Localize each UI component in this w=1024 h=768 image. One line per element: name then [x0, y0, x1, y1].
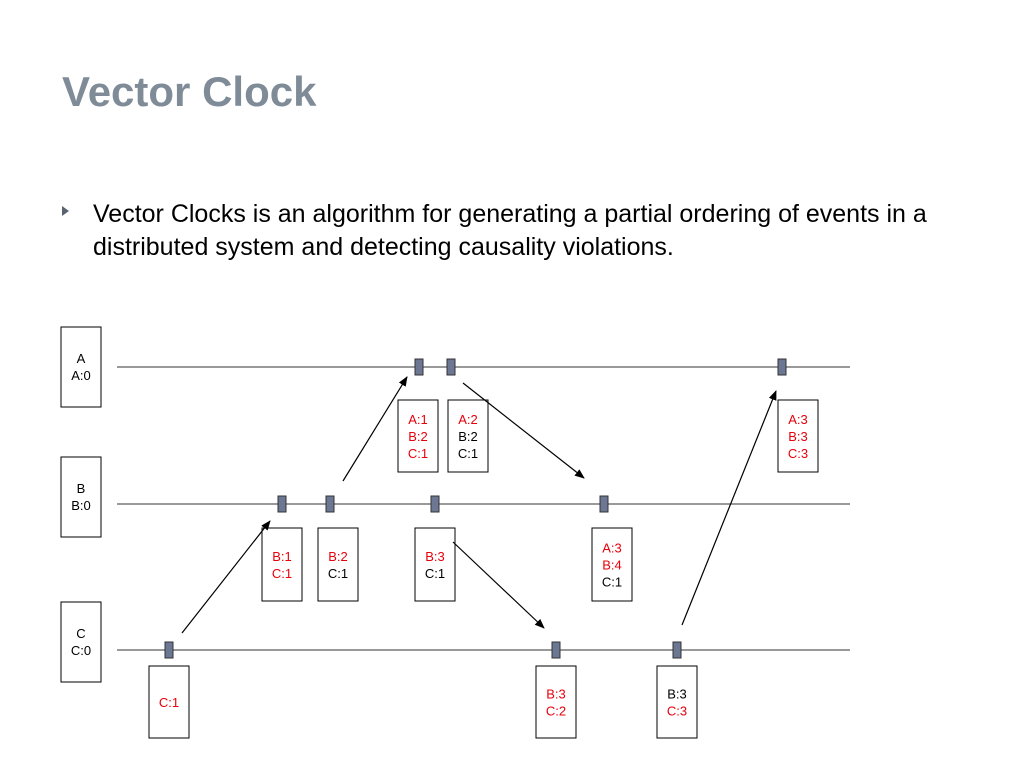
clock-entry: C:2 — [546, 704, 566, 719]
event-marker — [414, 358, 424, 376]
clock-entry: B:3 — [788, 429, 808, 444]
clock-entry: B:3 — [425, 549, 445, 564]
triangle-bullet-icon — [62, 206, 69, 216]
event-marker — [430, 495, 440, 513]
clock-box-c2 — [535, 665, 577, 739]
process-name-a: A — [77, 351, 86, 366]
clock-box-b2 — [317, 527, 359, 602]
clock-entry: B:1 — [272, 549, 292, 564]
clock-entry: C:1 — [328, 566, 348, 581]
clock-box-a3 — [777, 399, 819, 473]
clock-entry: C:1 — [159, 695, 179, 710]
clock-entry: A:3 — [602, 541, 622, 556]
bullet-text: Vector Clocks is an algorithm for genera… — [93, 200, 927, 261]
clock-box-b1 — [261, 527, 303, 602]
message-arrow — [681, 390, 777, 626]
clock-box-c3 — [656, 665, 698, 739]
clock-entry: C:1 — [408, 446, 428, 461]
message-arrow — [462, 382, 585, 479]
slide-title: Vector Clock — [62, 68, 317, 115]
clock-box-c1 — [148, 665, 190, 739]
bullet-point: Vector Clocks is an algorithm for genera… — [62, 198, 942, 264]
clock-entry: C:3 — [667, 704, 687, 719]
event-marker — [672, 641, 682, 659]
process-name-b: B — [77, 481, 86, 496]
clock-entry: C:1 — [272, 566, 292, 581]
clock-entry: B:3 — [546, 687, 566, 702]
event-marker — [777, 358, 787, 376]
event-marker — [446, 358, 456, 376]
clock-box-b4 — [591, 527, 633, 602]
clock-entry: A:3 — [788, 412, 808, 427]
event-marker — [599, 495, 609, 513]
process-clock-b: B:0 — [71, 498, 91, 513]
clock-box-a2 — [447, 399, 489, 473]
clock-entry: C:1 — [458, 446, 478, 461]
message-arrow — [452, 541, 545, 629]
event-marker — [164, 641, 174, 659]
clock-entry: B:2 — [408, 429, 428, 444]
event-marker — [325, 495, 335, 513]
message-arrow — [342, 376, 408, 482]
clock-entry: A:1 — [408, 412, 428, 427]
process-clock-c: C:0 — [71, 643, 91, 658]
clock-entry: A:2 — [458, 412, 478, 427]
clock-box-b3 — [414, 527, 456, 602]
process-name-c: C — [76, 626, 85, 641]
clock-entry: B:2 — [458, 429, 478, 444]
process-box-a — [60, 326, 102, 408]
message-arrow — [181, 520, 271, 634]
process-box-b — [60, 456, 102, 538]
clock-box-a1 — [397, 399, 439, 473]
clock-entry: C:1 — [425, 566, 445, 581]
clock-entry: C:1 — [602, 575, 622, 590]
clock-entry: B:4 — [602, 558, 622, 573]
event-marker — [277, 495, 287, 513]
clock-entry: B:3 — [667, 687, 687, 702]
process-box-c — [60, 601, 102, 683]
event-marker — [551, 641, 561, 659]
process-clock-a: A:0 — [71, 368, 91, 383]
clock-entry: B:2 — [328, 549, 348, 564]
clock-entry: C:3 — [788, 446, 808, 461]
